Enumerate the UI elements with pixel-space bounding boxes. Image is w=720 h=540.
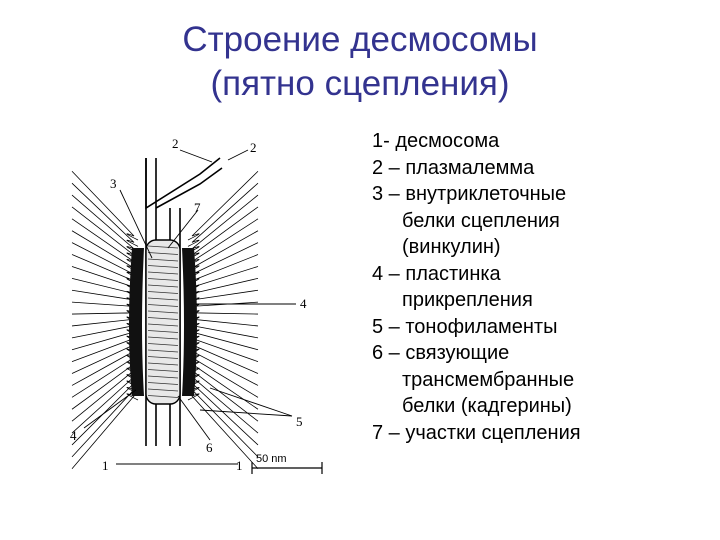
label-6: 6 xyxy=(206,440,213,455)
legend-item-1-line-1: 1- десмосома xyxy=(372,128,712,155)
attachment-plaque-left xyxy=(129,248,144,396)
legend-item-4-line-2: прикрепления xyxy=(372,287,712,314)
label-4a: 4 xyxy=(300,296,307,311)
legend-item-5-line-1: 5 – тонофиламенты xyxy=(372,314,712,341)
label-2b: 2 xyxy=(250,140,257,155)
desmosome-diagram: 2 2 3 7 4 4 5 6 1 1 50 nm xyxy=(60,128,360,480)
legend-item-4: 4 – пластинка прикрепления xyxy=(372,261,712,314)
legend-item-6-line-1: 6 – связующие xyxy=(372,340,712,367)
tonofilament-right xyxy=(188,278,258,297)
label-7: 7 xyxy=(194,200,201,215)
label-3: 3 xyxy=(110,176,117,191)
tonofilament-right xyxy=(188,387,258,457)
tonofilament-left xyxy=(72,311,138,317)
legend-item-3: 3 – внутриклеточные белки сцепления (вин… xyxy=(372,181,712,261)
label-4b: 4 xyxy=(70,428,77,443)
scale-bar: 50 nm xyxy=(252,453,322,474)
legend-item-6-line-2: трансмембранные xyxy=(372,367,712,394)
label-2a: 2 xyxy=(172,136,179,151)
tonofilament-right xyxy=(188,349,258,386)
slide-title-line-2: (пятно сцепления) xyxy=(0,62,720,106)
tonofilament-left xyxy=(72,278,138,297)
slide-title-line-1: Строение десмосомы xyxy=(0,18,720,62)
tonofilament-left xyxy=(72,171,138,240)
legend-item-5: 5 – тонофиламенты xyxy=(372,314,712,341)
legend-item-2-line-1: 2 – плазмалемма xyxy=(372,155,712,182)
tonofilament-left xyxy=(72,349,138,386)
legend-item-6: 6 – связующие трансмембранные белки (кад… xyxy=(372,340,712,420)
legend-item-6-line-3: белки (кадгерины) xyxy=(372,393,712,420)
tonofilament-right xyxy=(188,317,258,326)
tonofilament-right xyxy=(188,243,258,279)
legend-item-1: 1- десмосома xyxy=(372,128,712,155)
scale-bar-label: 50 nm xyxy=(256,453,287,465)
label-1b: 1 xyxy=(236,458,243,473)
legend-item-7-line-1: 7 – участки сцепления xyxy=(372,420,712,447)
legend-item-3-line-1: 3 – внутриклеточные xyxy=(372,181,712,208)
tonofilament-left xyxy=(72,195,138,253)
tonofilament-right xyxy=(188,311,258,317)
legend-item-7: 7 – участки сцепления xyxy=(372,420,712,447)
label-5: 5 xyxy=(296,414,303,429)
legend-item-3-line-3: (винкулин) xyxy=(372,234,712,261)
label-1a: 1 xyxy=(102,458,109,473)
tonofilament-left xyxy=(72,330,138,350)
attachment-plaque-right xyxy=(182,248,197,396)
tonofilament-right xyxy=(188,330,258,350)
legend-item-4-line-1: 4 – пластинка xyxy=(372,261,712,288)
tonofilament-right xyxy=(188,302,258,310)
legend-item-2: 2 – плазмалемма xyxy=(372,155,712,182)
legend-item-3-line-2: белки сцепления xyxy=(372,208,712,235)
tonofilament-left xyxy=(72,302,138,310)
plasmalemma-top xyxy=(146,158,222,208)
desmosome-core xyxy=(146,240,180,404)
legend: 1- десмосома 2 – плазмалемма 3 – внутрик… xyxy=(372,128,712,446)
tonofilament-right xyxy=(188,394,258,469)
tonofilament-left xyxy=(72,387,138,457)
tonofilament-left xyxy=(72,375,138,434)
